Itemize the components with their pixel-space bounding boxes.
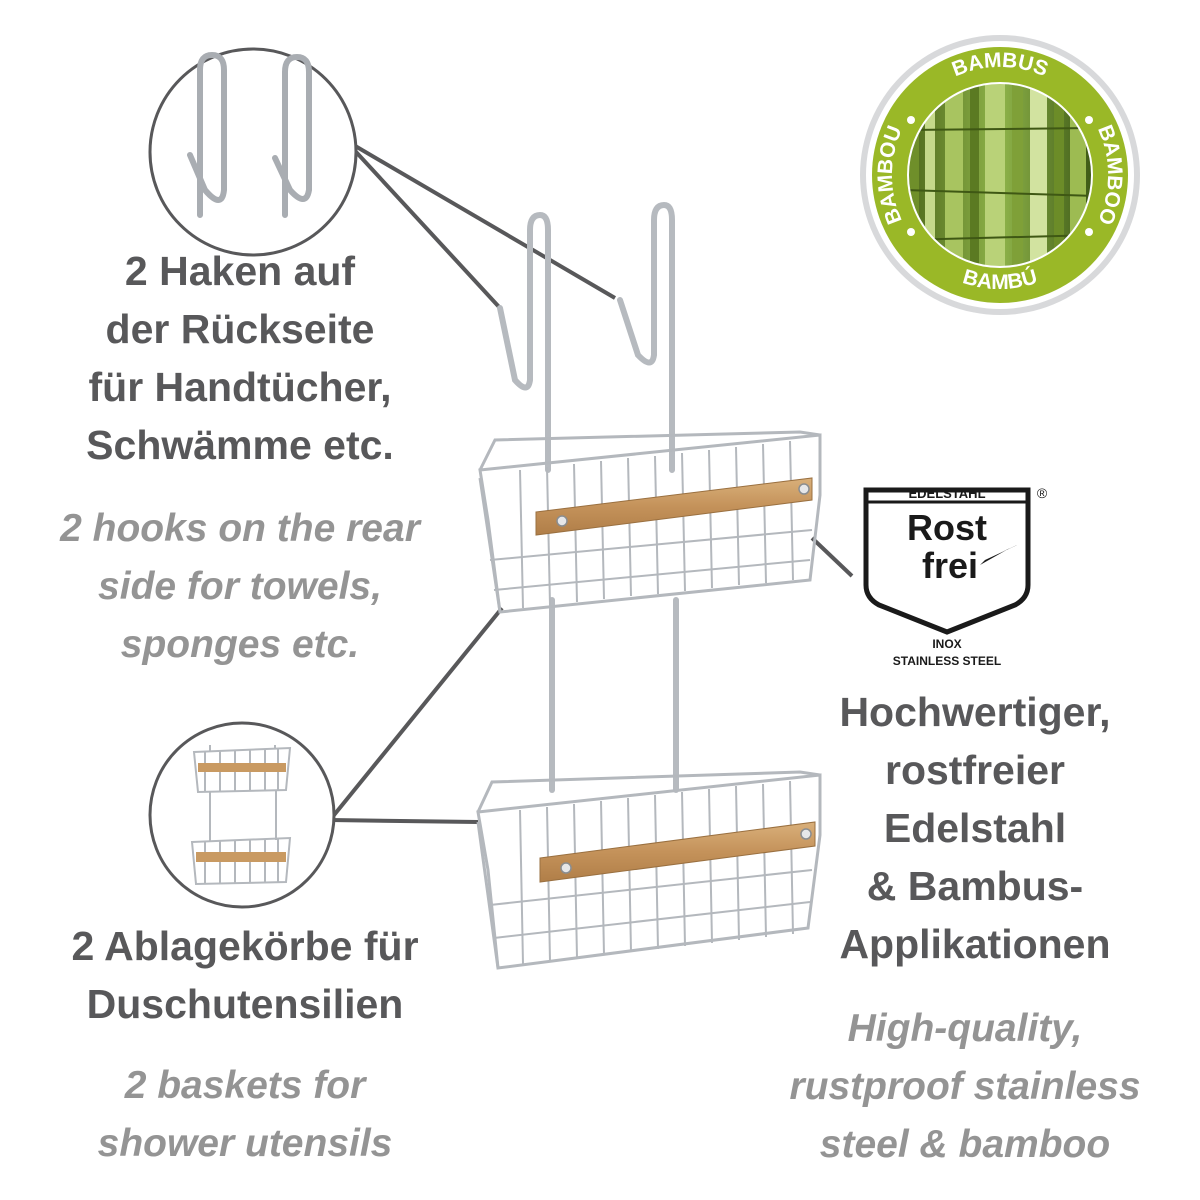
hooks-de-line: 2 Haken auf bbox=[124, 248, 356, 294]
material-de-line: rostfreier bbox=[884, 747, 1065, 793]
material-de-line: Hochwertiger, bbox=[839, 689, 1111, 735]
hooks-de-line: der Rückseite bbox=[105, 306, 375, 352]
hooks-en-line: sponges etc. bbox=[120, 623, 360, 666]
hooks-detail-circle bbox=[148, 47, 358, 257]
upper-bamboo-strip bbox=[535, 477, 813, 536]
material-de-line: & Bambus- bbox=[866, 863, 1084, 909]
lower-bamboo-strip bbox=[539, 821, 816, 883]
baskets-detail-circle bbox=[148, 721, 336, 909]
rostfrei-line1: INOX bbox=[932, 637, 961, 651]
baskets-en-line: shower utensils bbox=[97, 1122, 393, 1165]
rostfrei-word1: Rost bbox=[907, 507, 987, 548]
bamboo-badge: BAMBUS BAMBÚ BAMBOO BAMBOU bbox=[860, 35, 1140, 315]
baskets-caption-en: 2 baskets for shower utensils bbox=[25, 1057, 465, 1173]
rostfrei-badge: EDELSTAHL ® Rost frei INOX STAINLESS STE… bbox=[863, 485, 1048, 668]
baskets-de-line: Duschutensilien bbox=[86, 981, 404, 1027]
material-de-line: Applikationen bbox=[839, 921, 1111, 967]
rostfrei-header: EDELSTAHL bbox=[908, 486, 985, 501]
material-caption-de: Hochwertiger, rostfreier Edelstahl & Bam… bbox=[770, 683, 1180, 973]
hooks-en-line: side for towels, bbox=[98, 565, 382, 608]
material-en-line: High-quality, bbox=[847, 1007, 1083, 1050]
hooks-de-line: für Handtücher, bbox=[88, 364, 392, 410]
hooks-caption-en: 2 hooks on the rear side for towels, spo… bbox=[20, 500, 460, 674]
rostfrei-word2: frei bbox=[922, 545, 978, 586]
hooks-caption-de: 2 Haken auf der Rückseite für Handtücher… bbox=[40, 242, 440, 474]
baskets-caption-de: 2 Ablagekörbe für Duschutensilien bbox=[25, 917, 465, 1033]
upper-basket bbox=[478, 430, 822, 614]
callout-lines bbox=[328, 138, 854, 824]
bamboo-stalks bbox=[908, 83, 1092, 267]
baskets-de-line: 2 Ablagekörbe für bbox=[71, 923, 419, 969]
caddy-frame bbox=[497, 201, 679, 793]
lower-basket bbox=[476, 770, 822, 970]
lower-basket-wires bbox=[489, 780, 813, 965]
rostfrei-registered: ® bbox=[1037, 485, 1048, 501]
material-de-line: Edelstahl bbox=[883, 805, 1067, 851]
rostfrei-line2: STAINLESS STEEL bbox=[893, 654, 1001, 668]
material-en-line: rustproof stainless bbox=[789, 1065, 1141, 1108]
material-caption-en: High-quality, rustproof stainless steel … bbox=[750, 1000, 1180, 1174]
baskets-en-line: 2 baskets for bbox=[124, 1064, 366, 1107]
upper-basket-wires bbox=[489, 440, 813, 609]
hooks-de-line: Schwämme etc. bbox=[86, 422, 394, 468]
hooks-en-line: 2 hooks on the rear bbox=[60, 507, 420, 550]
material-en-line: steel & bamboo bbox=[819, 1123, 1111, 1166]
